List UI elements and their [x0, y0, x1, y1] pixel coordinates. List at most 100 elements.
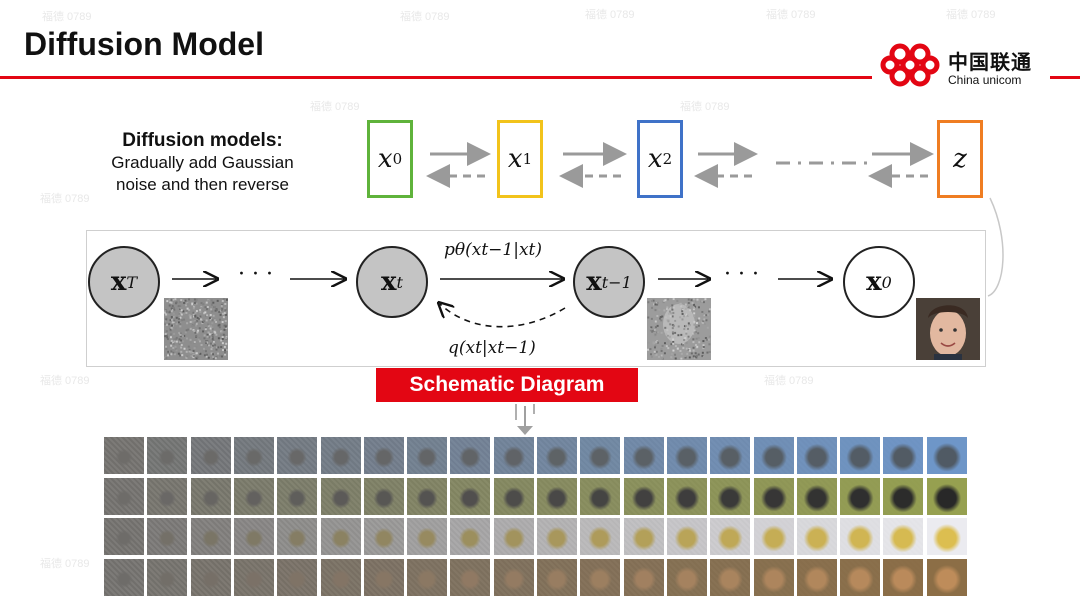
- sample-cell-plane-3: [926, 518, 967, 555]
- sample-cell-plane-3: [753, 518, 794, 555]
- sample-cell-airplane-2: [147, 477, 188, 515]
- forward-process-arrow: [440, 304, 566, 328]
- connector-curve: [987, 197, 1004, 297]
- watermark-text: 福德 0789: [946, 9, 996, 21]
- china-unicom-logo: 中国联通 China unicom: [880, 40, 1060, 92]
- watermark-text: 福德 0789: [764, 375, 814, 387]
- sample-cell-plane-3: [277, 518, 318, 555]
- noise-image-xT: [164, 298, 228, 360]
- sample-cell-airplane-1: [796, 437, 837, 474]
- sample-cell-frog: [450, 558, 491, 596]
- ellipsis-left: · · ·: [238, 262, 273, 287]
- node-symbol: x: [110, 267, 127, 297]
- sample-cell-airplane-1: [883, 437, 924, 474]
- forward-process-label: q(xt|xt−1): [448, 338, 536, 358]
- sample-cell-airplane-1: [710, 437, 751, 474]
- schematic-diagram-banner: Schematic Diagram: [376, 368, 638, 402]
- node-subscript: t−1: [601, 272, 632, 292]
- watermark-text: 福德 0789: [42, 11, 92, 23]
- sample-cell-airplane-2: [883, 477, 924, 515]
- sample-cell-airplane-2: [233, 477, 274, 515]
- sample-cell-airplane-1: [320, 437, 361, 474]
- sample-cell-plane-3: [537, 518, 577, 555]
- sample-cell-plane-3: [233, 518, 274, 555]
- page-title: Diffusion Model: [24, 26, 264, 62]
- intro-heading: Diffusion models:: [122, 130, 283, 151]
- sample-cell-airplane-2: [926, 477, 967, 515]
- sample-cell-frog: [753, 558, 794, 596]
- brand-name-cn: 中国联通: [948, 50, 1032, 74]
- sample-cell-frog: [883, 558, 924, 596]
- sample-cell-frog: [233, 558, 274, 596]
- intro-line-1: Gradually add Gaussian: [111, 153, 294, 172]
- sample-cell-plane-3: [320, 518, 361, 555]
- sample-cell-airplane-2: [450, 477, 491, 515]
- sample-cell-plane-3: [104, 518, 144, 555]
- node-symbol: x: [381, 267, 397, 297]
- sample-cell-airplane-1: [233, 437, 274, 474]
- sample-cell-plane-3: [883, 518, 924, 555]
- sample-cell-airplane-2: [840, 477, 881, 515]
- sample-cell-airplane-1: [840, 437, 881, 474]
- sample-cell-airplane-2: [710, 477, 751, 515]
- sample-cell-frog: [363, 558, 404, 596]
- sample-cell-airplane-2: [753, 477, 794, 515]
- noisy-face-image: [647, 298, 711, 360]
- sample-cell-airplane-2: [623, 477, 664, 515]
- box-symbol: x: [507, 144, 523, 174]
- markov-chain-panel: [86, 230, 986, 367]
- sample-cell-frog: [190, 558, 231, 596]
- watermark-text: 福德 0789: [680, 101, 730, 113]
- sample-cell-airplane-2: [537, 477, 577, 515]
- watermark-text: 福德 0789: [40, 193, 90, 205]
- sample-cell-frog: [840, 558, 881, 596]
- sample-cell-airplane-1: [147, 437, 188, 474]
- sample-cell-plane-3: [580, 518, 621, 555]
- sample-cell-plane-3: [710, 518, 751, 555]
- sample-cell-plane-3: [407, 518, 448, 555]
- node-symbol: x: [586, 267, 602, 297]
- sample-cell-airplane-1: [407, 437, 448, 474]
- box-subscript: 2: [662, 150, 673, 168]
- node-subscript: t: [396, 272, 403, 292]
- sample-cell-airplane-2: [104, 477, 144, 515]
- sample-cell-airplane-1: [537, 437, 577, 474]
- sample-cell-airplane-2: [796, 477, 837, 515]
- watermark-text: 福德 0789: [310, 101, 360, 113]
- intro-text: Diffusion models: Gradually add Gaussian…: [80, 130, 325, 196]
- sample-cell-frog: [796, 558, 837, 596]
- brand-name-en: China unicom: [948, 73, 1022, 87]
- ellipsis-right: · · ·: [724, 262, 759, 287]
- box-symbol: x: [377, 144, 393, 174]
- title-rule-right: [1050, 76, 1080, 79]
- node-symbol: x: [866, 267, 882, 297]
- sample-cell-airplane-1: [623, 437, 664, 474]
- sample-cell-airplane-2: [363, 477, 404, 515]
- sample-cell-frog: [147, 558, 188, 596]
- sample-cell-frog: [407, 558, 448, 596]
- watermark-text: 福德 0789: [585, 9, 635, 21]
- down-arrow-icon: [515, 404, 535, 435]
- sample-cell-frog: [537, 558, 577, 596]
- sample-cell-airplane-1: [666, 437, 707, 474]
- sample-cell-frog: [104, 558, 144, 596]
- box-subscript: 0: [392, 150, 403, 168]
- sample-cell-plane-3: [840, 518, 881, 555]
- sample-cell-airplane-2: [580, 477, 621, 515]
- unicom-knot-icon: [880, 43, 940, 87]
- node-subscript: T: [126, 272, 138, 292]
- watermark-text: 福德 0789: [400, 11, 450, 23]
- sample-cell-frog: [926, 558, 967, 596]
- sample-cell-airplane-2: [493, 477, 534, 515]
- face-image-x0: [916, 298, 980, 360]
- sample-cell-airplane-2: [407, 477, 448, 515]
- node-subscript: 0: [881, 272, 892, 292]
- sample-cell-frog: [623, 558, 664, 596]
